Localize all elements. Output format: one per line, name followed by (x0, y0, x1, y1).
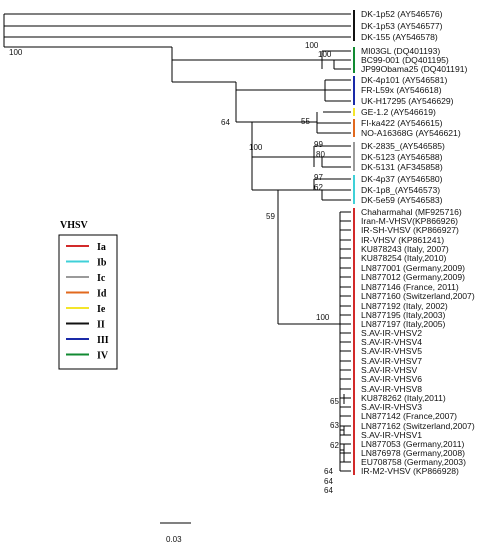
tip-label: FI-ka422 (AY546615) (361, 118, 443, 128)
tip-label: DK-1p8_(AY546573) (361, 185, 440, 195)
tip-label: LN877192 (Italy, 2002) (361, 301, 448, 311)
legend-label: II (97, 320, 105, 331)
tip-label: UK-H17295 (AY546629) (361, 96, 454, 106)
tip-label: S.AV-IR-VHSV (361, 365, 417, 375)
tip-label: DK-1p52 (AY546576) (361, 9, 443, 19)
tip-label: FR-L59x (AY546618) (361, 85, 442, 95)
bootstrap-value: 97 (314, 173, 323, 182)
tip-label: DK-5e59 (AY546583) (361, 195, 443, 205)
tip-label: S.AV-IR-VHSV1 (361, 430, 422, 440)
tip-label: KU878262 (Italy,2011) (361, 393, 446, 403)
tip-label: NO-A16368G (AY546621) (361, 128, 461, 138)
legend-box (58, 234, 118, 370)
legend-label: Id (97, 289, 107, 300)
bootstrap-value: 99 (314, 140, 323, 149)
tip-label: LN876978 (Germany,2008) (361, 448, 465, 458)
bootstrap-value: 64 (324, 477, 333, 486)
tip-label: LN877162 (Switzerland,2007) (361, 421, 475, 431)
bootstrap-value: 100 (249, 143, 263, 152)
bootstrap-value: 100 (305, 41, 319, 50)
tip-label: MI03GL (DQ401193) (361, 46, 440, 56)
bootstrap-value: 100 (318, 50, 332, 59)
tip-label: S.AV-IR-VHSV5 (361, 346, 422, 356)
tip-label: LN877146 (France, 2011) (361, 282, 459, 292)
tip-label: LN877053 (Germany,2011) (361, 439, 464, 449)
legend-title: VHSV (60, 220, 89, 231)
tip-label: S.AV-IR-VHSV7 (361, 356, 422, 366)
tip-label: DK-2835_(AY546585) (361, 141, 445, 151)
tip-label: Iran-M-VHSV(KP866926) (361, 216, 458, 226)
tip-label: IR-VHSV (KP861241) (361, 235, 444, 245)
legend-label: Ic (97, 273, 106, 284)
tip-label: LN877160 (Switzerland,2007) (361, 291, 475, 301)
bootstrap-value: 64 (324, 486, 333, 495)
tip-label: DK-155 (AY546578) (361, 32, 438, 42)
scale-bar-label: 0.03 (166, 535, 182, 544)
tip-label: S.AV-IR-VHSV2 (361, 328, 422, 338)
tree-branches (3, 13, 351, 472)
tip-label: DK-1p53 (AY546577) (361, 21, 443, 31)
tip-label: IR-M2-VHSV (KP866928) (361, 466, 459, 476)
tip-label: S.AV-IR-VHSV3 (361, 402, 422, 412)
tip-label: LN877142 (France,2007) (361, 411, 457, 421)
tip-label: S.AV-IR-VHSV8 (361, 384, 422, 394)
legend-label: Ia (97, 242, 106, 253)
scale-bar: 0.03 (160, 522, 191, 544)
tip-label: BC99-001 (DQ401195) (361, 55, 449, 65)
tip-label: S.AV-IR-VHSV4 (361, 337, 422, 347)
tip-label: LN877001 (Germany,2009) (361, 263, 465, 273)
bootstrap-value: 65 (330, 397, 339, 406)
bootstrap-value: 63 (330, 421, 339, 430)
tip-label: KU878243 (Italy, 2007) (361, 244, 449, 254)
bootstrap-value: 100 (9, 48, 23, 57)
bootstrap-value: 100 (316, 313, 330, 322)
bootstrap-value: 80 (316, 150, 325, 159)
tip-label: LN877195 (Italy,2003) (361, 310, 446, 320)
legend-label: IV (97, 351, 109, 362)
bootstrap-value: 62 (314, 183, 323, 192)
bootstrap-value: 55 (301, 117, 310, 126)
legend-label: Ib (97, 258, 107, 269)
tip-labels: DK-1p52 (AY546576)DK-1p53 (AY546577)DK-1… (361, 9, 475, 476)
tip-label: DK-5131 (AF345858) (361, 162, 443, 172)
tip-label: GE-1.2 (AY546619) (361, 107, 436, 117)
tip-label: S.AV-IR-VHSV6 (361, 374, 422, 384)
legend-label: III (97, 335, 109, 346)
tip-label: DK-4p101 (AY546581) (361, 75, 447, 85)
tip-label: LN877197 (Italy,2005) (361, 319, 446, 329)
tip-label: DK-5123 (AY546588) (361, 152, 443, 162)
tip-label: JP99Obama25 (DQ401191) (361, 64, 468, 74)
bootstrap-value: 64 (324, 467, 333, 476)
legend-label: Ie (97, 304, 106, 315)
tip-label: LN877012 (Germany,2009) (361, 272, 465, 282)
bootstrap-value: 62 (330, 441, 339, 450)
tip-label: EU708758 (Germany,2003) (361, 457, 466, 467)
bootstrap-value: 64 (221, 118, 230, 127)
tip-label: Chaharmahal (MF925716) (361, 207, 462, 217)
tip-label: DK-4p37 (AY546580) (361, 174, 443, 184)
bootstrap-values: 1001001006410055998097625910065636264646… (9, 41, 339, 495)
tip-label: KU878254 (Italy,2010) (361, 253, 446, 263)
tip-label: IR-SH-VHSV (KP866927) (361, 225, 459, 235)
bootstrap-value: 59 (266, 212, 275, 221)
